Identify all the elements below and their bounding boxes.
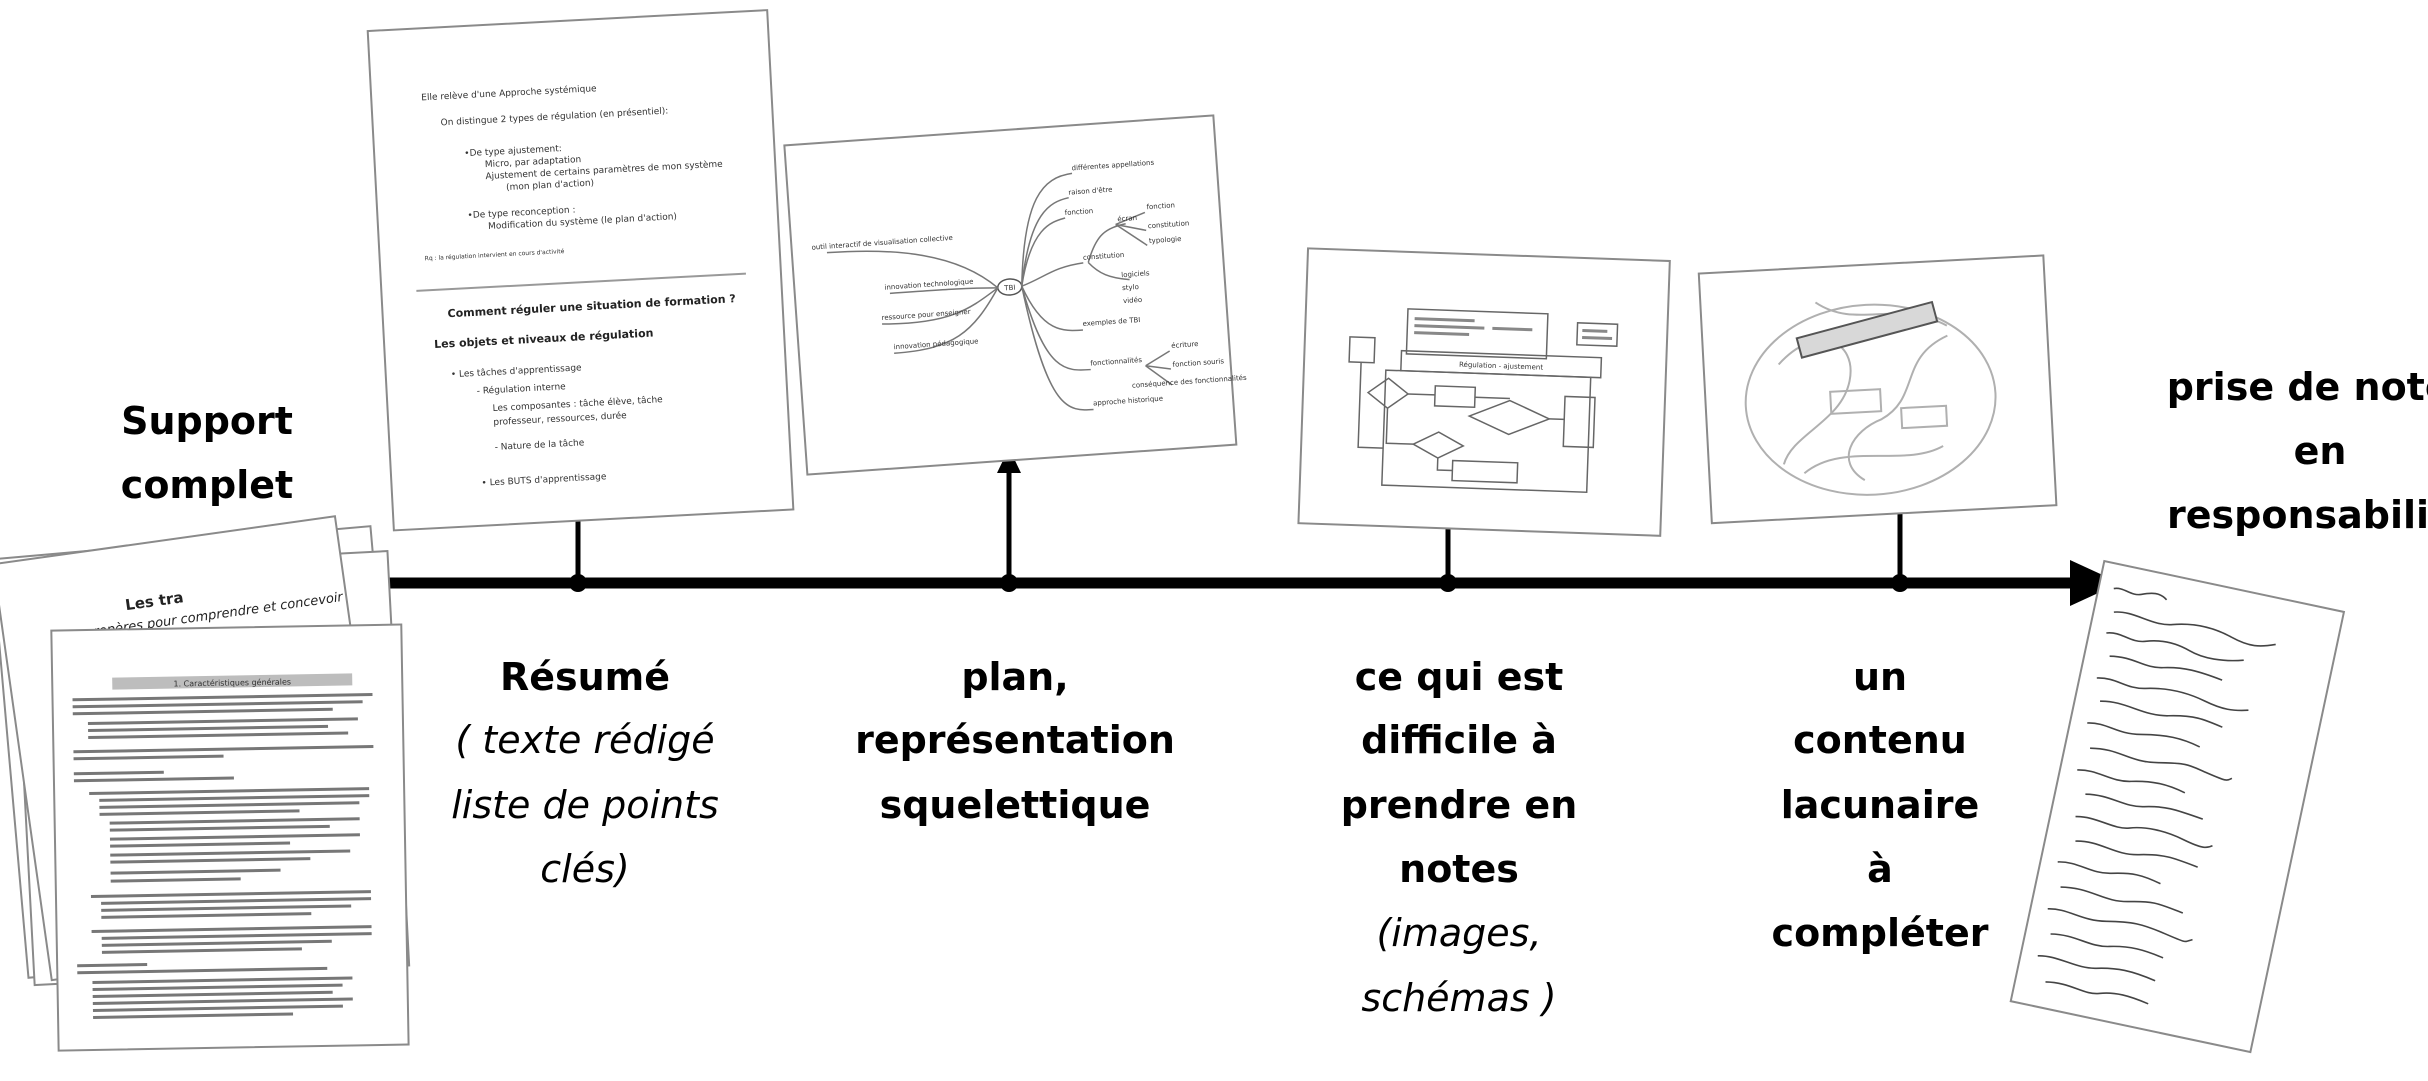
label-lacunaire-line-5: compléter [1772,911,1989,955]
resume-thumbnail: Elle relève d'une Approche systémique On… [366,9,795,532]
label-prise-de-notes: prise de notes en responsabilité [2167,365,2428,537]
plan-right-3: constitution [1083,251,1125,262]
label-difficult-sub-1: (images, [1376,911,1541,955]
plan-far-4: fonction souris [1172,357,1224,369]
resume-bullet-4: - Nature de la tâche [494,438,585,453]
label-support-line-1: Support [121,399,293,443]
label-difficult-sub-2: schémas ) [1361,976,1556,1020]
label-plan-line-2: représentation [855,718,1175,762]
label-end-line-2: en [2294,429,2347,473]
plan-right-5: logiciels [1121,269,1150,279]
plan-right-2: fonction [1064,207,1093,217]
plan-right-6: stylo [1122,283,1139,292]
plan-far-2: typologie [1149,235,1182,245]
label-lacunaire-line-2: contenu [1793,718,1967,762]
label-lacunaire-line-4: à [1867,847,1893,891]
plan-right-9: fonctionnalités [1090,356,1143,368]
lacunaire-thumbnail [1697,254,2058,525]
label-difficult-line-4: notes [1399,847,1519,891]
label-resume-title: Résumé [500,655,670,699]
schema-thumbnail: Régulation - ajustement [1297,247,1671,537]
plan-center: TBI [1003,284,1016,293]
label-lacunaire-line-1: un [1853,655,1907,699]
label-plan-line-1: plan, [961,655,1068,699]
label-support-complet: Support complet [121,399,293,507]
label-lacunaire: un contenu lacunaire à compléter [1772,655,1989,955]
label-resume-sub-2: liste de points [451,783,719,827]
timeline-arrowhead [2070,560,2120,606]
label-difficult-line-2: difficile à [1361,718,1557,762]
plan-right-1: raison d'être [1068,186,1113,197]
label-end-line-1: prise de notes [2167,365,2428,409]
label-difficult: ce qui est difficile à prendre en notes … [1341,655,1578,1020]
label-difficult-line-3: prendre en [1341,783,1578,827]
doc-heading: 1. Caractéristiques générales [173,676,291,688]
label-plan-line-3: squelettique [880,783,1151,827]
label-plan: plan, représentation squelettique [855,655,1175,827]
plan-far-3: écriture [1171,340,1199,350]
resume-line-5: (mon plan d'action) [506,178,594,193]
plan-right-4: écran [1117,214,1137,223]
label-lacunaire-line-3: lacunaire [1781,783,1979,827]
label-resume: Résumé ( texte rédigé liste de points cl… [451,655,719,891]
label-end-line-3: responsabilité [2167,493,2428,537]
label-resume-sub-3: clés) [540,847,629,891]
label-resume-sub-1: ( texte rédigé [455,718,714,762]
full-support-documents: Les tra repères pour comprendre et conce… [0,515,411,1052]
label-difficult-line-1: ce qui est [1355,655,1564,699]
label-support-line-2: complet [121,463,293,507]
document-front-page: 1. Caractéristiques générales [50,623,410,1052]
tick-plan [997,448,1021,592]
resume-bullet-1: - Régulation interne [476,381,566,397]
plan-right-7: vidéo [1123,296,1143,305]
plan-thumbnail: TBI outil interactif de visualisation co… [783,114,1247,476]
plan-far-1: constitution [1148,219,1190,230]
plan-far-0: fonction [1146,201,1175,211]
handwritten-notes [2009,559,2346,1054]
schema-title: Régulation - ajustement [1459,361,1544,372]
